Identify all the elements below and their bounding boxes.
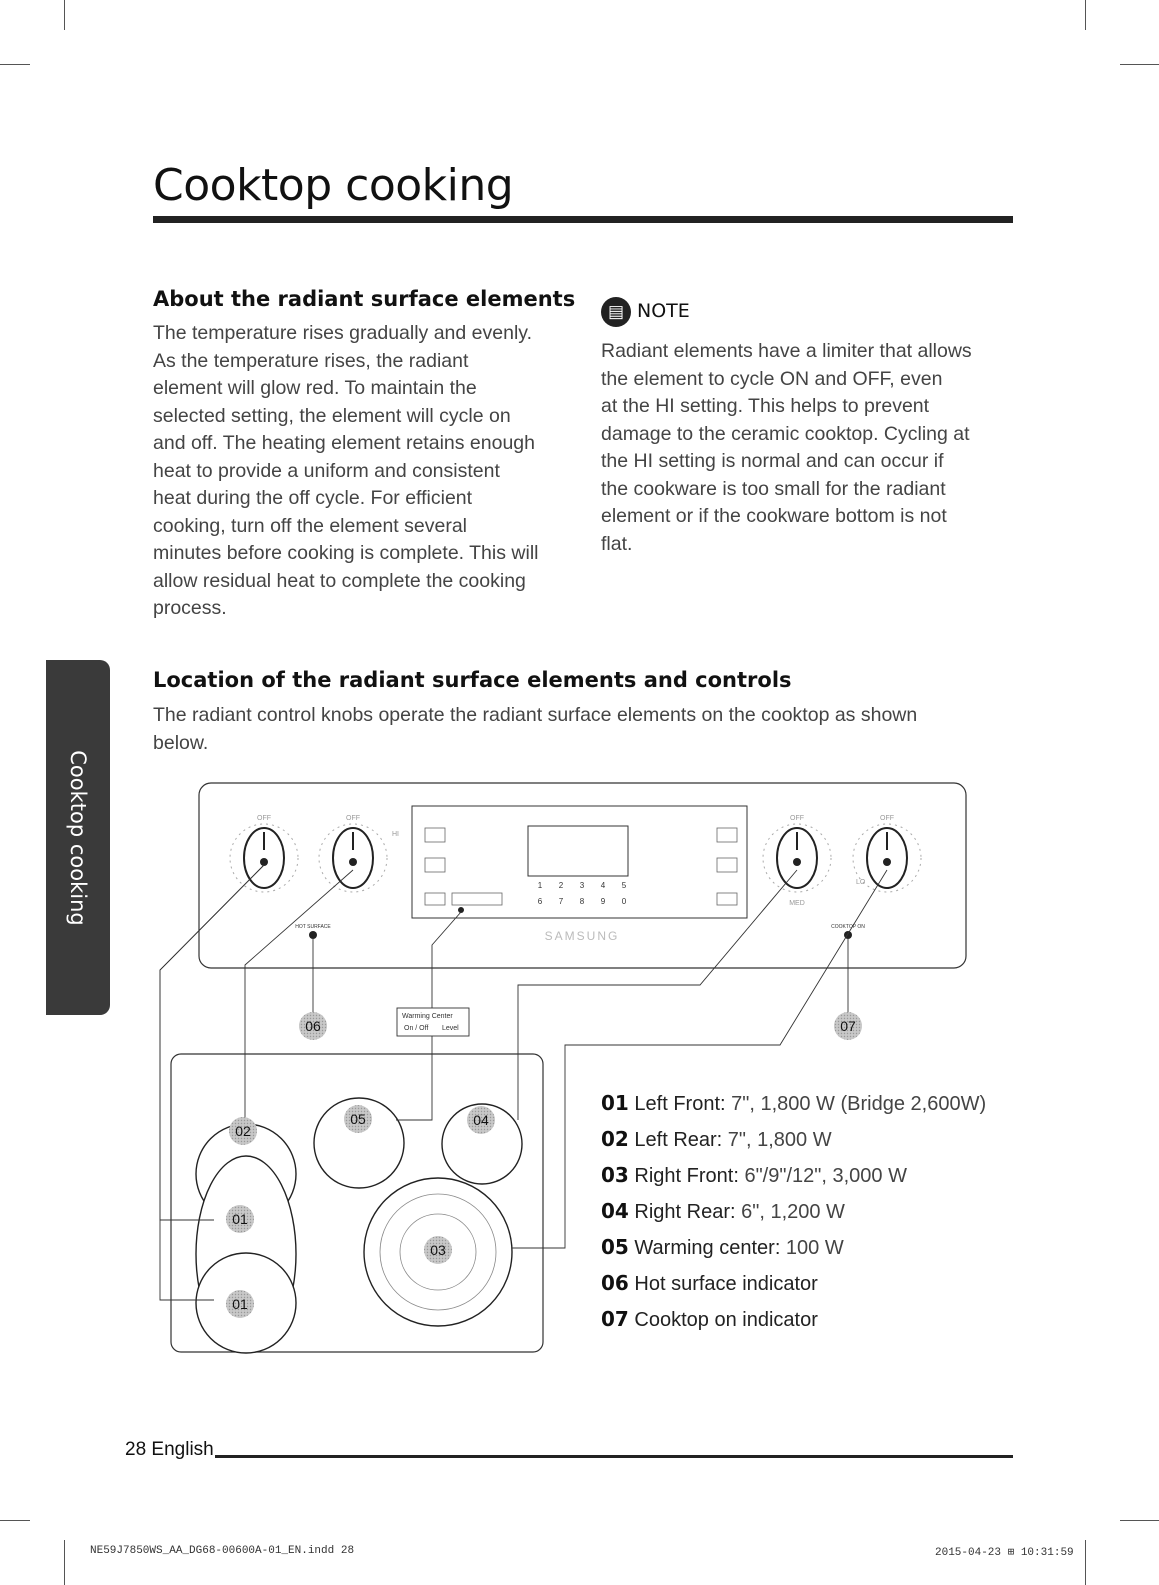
svg-text:1: 1	[538, 881, 543, 890]
svg-text:8: 8	[580, 897, 585, 906]
callout-04: 04	[473, 1112, 489, 1128]
legend-item: 03 Right Front: 6"/9"/12", 3,000 W	[601, 1163, 907, 1187]
text-line: the cookware is too small for the radian…	[601, 477, 946, 500]
location-heading: Location of the radiant surface elements…	[153, 668, 792, 692]
callout-02: 02	[235, 1123, 251, 1139]
text-line: heat during the off cycle. For efficient	[153, 487, 473, 509]
legend-item: 02 Left Rear: 7", 1,800 W	[601, 1127, 832, 1151]
warming-center-level: Level	[442, 1025, 459, 1032]
text-line: process.	[153, 597, 227, 619]
text-line: The radiant control knobs operate the ra…	[153, 704, 918, 726]
print-date: 2015-04-23 ⊞ 10:31:59	[935, 1547, 1074, 1559]
indicator-label: HOT SURFACE	[295, 924, 331, 930]
callout-01-front: 01	[232, 1296, 248, 1312]
knob-left-rear: OFF HI	[318, 815, 399, 893]
text-line: minutes before cooking is complete. This…	[153, 542, 539, 564]
text-line: allow residual heat to complete the cook…	[153, 569, 526, 592]
text-line: element will glow red. To maintain the	[153, 377, 477, 399]
knob-right-rear: OFF MED	[762, 815, 832, 907]
callout-03: 03	[430, 1242, 446, 1258]
indicator-label: COOKTOP ON	[831, 924, 865, 930]
legend-item: 04 Right Rear: 6", 1,200 W	[601, 1199, 845, 1223]
hot-surface-indicator	[309, 931, 317, 939]
crop-mark	[64, 0, 65, 30]
element-warming-center	[313, 1097, 405, 1189]
warming-center-on-off: On / Off	[404, 1025, 428, 1032]
file-info: NE59J7850WS_AA_DG68-00600A-01_EN.indd 28	[90, 1545, 355, 1557]
legend-item: 07 Cooktop on indicator	[601, 1307, 818, 1331]
text-line: damage to the ceramic cooktop. Cycling a…	[601, 422, 970, 445]
svg-text:2: 2	[559, 881, 564, 890]
note-label: NOTE	[637, 300, 690, 322]
footer-rule	[215, 1455, 1013, 1458]
title-rule	[153, 216, 1013, 223]
svg-text:0: 0	[622, 897, 627, 906]
knob-left-front: OFF	[229, 815, 299, 893]
text-line: the element to cycle ON and OFF, even	[601, 367, 943, 390]
element-right-rear	[441, 1103, 523, 1185]
text-line: Radiant elements have a limiter that all…	[601, 340, 972, 362]
svg-text:9: 9	[601, 897, 606, 906]
knob-label: MED	[789, 900, 805, 907]
warming-center-box	[396, 1007, 470, 1037]
note-icon: ▤	[601, 297, 631, 327]
text-line: and off. The heating element retains eno…	[153, 432, 535, 454]
text-line: The temperature rises gradually and even…	[153, 322, 533, 344]
text-line: at the HI setting. This helps to prevent	[601, 395, 930, 417]
svg-text:3: 3	[580, 881, 585, 890]
location-paragraph: The radiant control knobs operate the ra…	[153, 702, 1013, 757]
callout-07: 07	[840, 1018, 856, 1034]
text-line: flat.	[601, 532, 633, 555]
knob-label: HI	[392, 831, 399, 838]
text-line: selected setting, the element will cycle…	[153, 404, 511, 427]
crop-mark	[1085, 0, 1086, 30]
side-tab: Cooktop cooking	[46, 660, 110, 1015]
svg-text:4: 4	[601, 881, 606, 890]
knob-label: LO	[856, 879, 866, 886]
svg-text:7: 7	[559, 897, 564, 906]
svg-text:5: 5	[622, 881, 627, 890]
callout-06: 06	[305, 1018, 321, 1034]
page-number: 28 English	[125, 1439, 214, 1460]
crop-mark	[1120, 64, 1159, 65]
svg-text:6: 6	[538, 897, 543, 906]
note-paragraph: Radiant elements have a limiter that all…	[601, 338, 1021, 558]
callout-05: 05	[350, 1111, 366, 1127]
about-heading: About the radiant surface elements	[153, 287, 576, 311]
brand-logo: SAMSUNG	[545, 929, 620, 943]
crop-mark	[1085, 1540, 1086, 1585]
text-line: element or if the cookware bottom is not	[601, 505, 947, 527]
callout-01: 01	[232, 1211, 248, 1227]
crop-mark	[64, 1540, 65, 1585]
crop-mark	[0, 1520, 30, 1521]
crop-mark	[1120, 1520, 1159, 1521]
warming-center-title: Warming Center	[402, 1013, 453, 1020]
text-line: heat to provide a uniform and consistent	[153, 459, 500, 482]
knob-label: OFF	[880, 815, 894, 822]
knob-label: OFF	[257, 815, 271, 822]
knob-label: OFF	[790, 815, 804, 822]
knob-right-front: OFF LO	[852, 815, 922, 893]
text-line: cooking, turn off the element several	[153, 514, 467, 537]
crop-mark	[0, 64, 30, 65]
text-line: As the temperature rises, the radiant	[153, 349, 469, 372]
knob-label: OFF	[346, 815, 360, 822]
legend-item: 01 Left Front: 7", 1,800 W (Bridge 2,600…	[601, 1091, 987, 1115]
legend-item: 05 Warming center: 100 W	[601, 1235, 844, 1259]
legend-item: 06 Hot surface indicator	[601, 1271, 818, 1295]
text-line: the HI setting is normal and can occur i…	[601, 450, 944, 472]
page-title: Cooktop cooking	[153, 160, 514, 211]
about-paragraph: The temperature rises gradually and even…	[153, 320, 583, 623]
text-line: below.	[153, 731, 209, 754]
